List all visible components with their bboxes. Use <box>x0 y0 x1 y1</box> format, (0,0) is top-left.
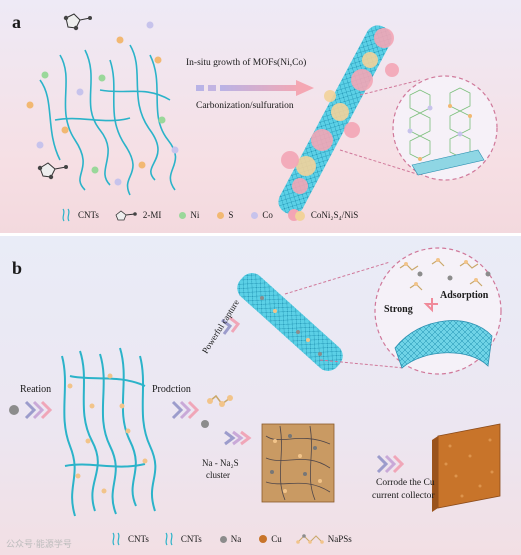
legend-a-cnts: CNTs <box>60 208 99 222</box>
legend-a-co: Co <box>247 210 273 220</box>
cnts-icon <box>112 532 120 546</box>
cnts-icon <box>165 532 173 546</box>
cu-dot <box>259 535 268 543</box>
legend-b-cnts: CNTs <box>110 532 149 546</box>
legend-a-ni: Ni <box>175 210 199 220</box>
panel-a-letter: a <box>12 12 21 32</box>
prodction-arrow-icon <box>171 400 200 420</box>
s-dot <box>217 211 225 219</box>
panel-b: b <box>0 236 521 555</box>
na-dot <box>219 535 227 543</box>
legend-b: CNTs CNTs Na Cu NaPSs <box>110 532 366 546</box>
process-arrow-icon <box>196 80 314 96</box>
ni-dot <box>179 211 187 219</box>
corrode-arrow-icon <box>376 454 405 474</box>
reation-arrow-icon <box>24 400 53 420</box>
reation-label: Reation <box>20 384 52 395</box>
legend-a: CNTs 2-MI Ni S Co CoNi₂S₄/NiS <box>60 208 372 222</box>
legend-a-particle: CoNi₂S₄/NiS <box>287 208 358 222</box>
adsorption-label: Adsorption <box>440 290 489 301</box>
arrow-bottom-label: Carbonization/sulfuration <box>196 101 294 111</box>
cu-collector-illustration <box>432 423 501 512</box>
legend-b-na: Na <box>216 534 241 544</box>
legend-b-cnts-2: CNTs <box>163 532 202 546</box>
cnts-icon <box>62 208 70 222</box>
capture-arrow-icon <box>221 316 241 335</box>
particle-icon <box>287 209 305 221</box>
panel-b-letter: b <box>12 258 23 278</box>
co-dot <box>251 211 259 219</box>
panel-b-illustration <box>9 247 502 517</box>
2mi-molecule-icon <box>115 210 137 221</box>
prodction-label: Prodction <box>152 384 191 395</box>
napss-icon <box>295 534 324 544</box>
cluster-arrow-icon <box>224 430 252 446</box>
cluster-label-2: cluster <box>206 470 230 480</box>
legend-a-s: S <box>213 210 233 220</box>
strong-label: Strong <box>384 304 413 315</box>
corrode-label-1: Corrode the Cu <box>376 478 435 488</box>
arrow-top-label: In-situ growth of MOFs(Ni,Co) <box>186 58 307 68</box>
decorated-cnt-illustration <box>278 25 498 215</box>
cnt-mix-illustration <box>26 13 179 196</box>
legend-b-cu: Cu <box>255 534 282 544</box>
corrode-label-2: current collector <box>372 491 435 501</box>
watermark: 公众号·能源学号 <box>6 540 72 550</box>
panel-a: a <box>0 0 521 233</box>
cluster-label-1: Na - Na₂S <box>202 458 239 468</box>
legend-b-napss: NaPSs <box>295 532 352 546</box>
legend-a-2mi: 2-MI <box>113 208 161 222</box>
